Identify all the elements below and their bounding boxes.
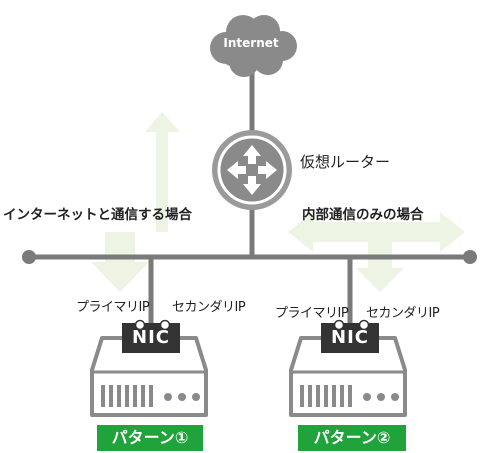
internal-flow-label: 内部通信のみの場合: [302, 207, 424, 223]
internet-cloud-label: Internet: [223, 36, 279, 50]
server2-nic-box: [321, 323, 379, 353]
server2-secondary-ip-label: セカンダリIP: [366, 306, 440, 321]
internet-cloud-icon: [210, 15, 297, 77]
server2-primary-ip-port: [333, 319, 345, 331]
server2-secondary-ip-port: [358, 319, 370, 331]
backbone-end-left: [22, 250, 36, 264]
server1-secondary-ip-label: セカンダリIP: [172, 300, 246, 315]
server1-primary-ip-label: プライマリIP: [76, 300, 150, 315]
server2-primary-ip-label: プライマリIP: [275, 306, 349, 321]
server1-nic-box: [122, 323, 180, 353]
internet-flow-arrow: [91, 112, 180, 292]
server1-secondary-ip-port: [159, 319, 171, 331]
server2-appliance: [289, 336, 407, 417]
internal-flow-arrow: [288, 212, 465, 292]
router-icon: [212, 130, 292, 210]
server1-pattern-badge: パターン①: [97, 425, 203, 451]
server1-nic-label: NIC: [132, 327, 170, 348]
server1-appliance: [90, 336, 208, 417]
router-label: 仮想ルーター: [300, 153, 391, 171]
server1-primary-ip-port: [134, 319, 146, 331]
server2-pattern-badge: パターン②: [298, 425, 406, 451]
server2-nic-label: NIC: [331, 327, 369, 348]
backbone-end-right: [463, 250, 477, 264]
internet-flow-label: インターネットと通信する場合: [3, 207, 192, 223]
